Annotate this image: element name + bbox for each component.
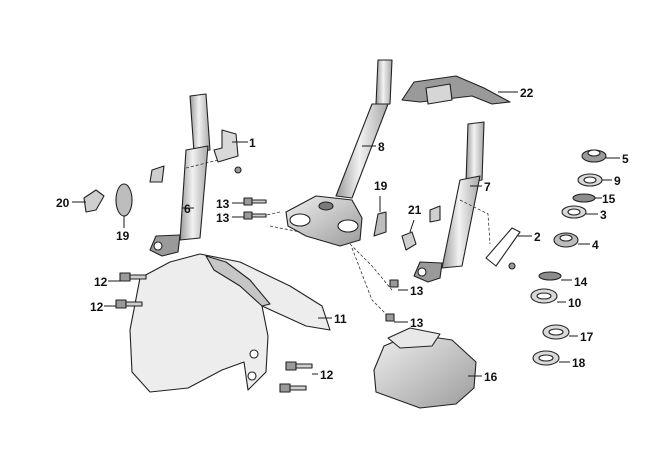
callout-20: 20 <box>56 196 86 210</box>
callout-4: 4 <box>578 238 599 252</box>
callout-6: 6 <box>182 202 194 216</box>
svg-text:1: 1 <box>249 136 256 150</box>
callout-15: 15 <box>595 192 616 206</box>
top-cover <box>401 75 511 105</box>
callout-11: 11 <box>318 312 347 326</box>
svg-text:15: 15 <box>602 192 616 206</box>
callout-16: 16 <box>468 370 498 384</box>
fender-bolts-lower <box>279 361 313 393</box>
svg-text:14: 14 <box>574 275 588 289</box>
svg-text:13: 13 <box>410 284 424 298</box>
callout-13-c: 13 <box>398 284 424 298</box>
svg-text:12: 12 <box>94 275 108 289</box>
triple-clamp <box>261 195 393 317</box>
svg-text:20: 20 <box>56 196 70 210</box>
bearing-stack <box>530 149 607 366</box>
callout-12-c: 12 <box>312 368 334 382</box>
callout-13-b: 13 <box>216 211 244 225</box>
callout-18: 18 <box>559 356 586 370</box>
svg-text:13: 13 <box>216 197 230 211</box>
svg-text:5: 5 <box>622 152 629 166</box>
reflector-center <box>373 211 387 237</box>
svg-text:4: 4 <box>592 238 599 252</box>
svg-text:17: 17 <box>580 330 594 344</box>
svg-text:13: 13 <box>410 316 424 330</box>
callout-1: 1 <box>232 136 256 150</box>
svg-text:9: 9 <box>614 174 621 188</box>
svg-text:2: 2 <box>534 230 541 244</box>
svg-text:7: 7 <box>484 180 491 194</box>
svg-text:19: 19 <box>374 179 388 193</box>
svg-text:3: 3 <box>600 208 607 222</box>
callout-9: 9 <box>602 174 621 188</box>
callout-12-b: 12 <box>90 300 116 314</box>
callout-3: 3 <box>586 208 607 222</box>
callout-21: 21 <box>408 203 422 233</box>
svg-text:19: 19 <box>116 229 130 243</box>
svg-text:12: 12 <box>320 368 334 382</box>
svg-text:13: 13 <box>216 211 230 225</box>
hose-guide-bracket <box>485 227 521 270</box>
svg-text:22: 22 <box>520 86 534 100</box>
svg-text:21: 21 <box>408 203 422 217</box>
callout-7: 7 <box>470 180 491 194</box>
callout-13-d: 13 <box>394 316 424 330</box>
reflector-left <box>115 183 133 217</box>
svg-text:11: 11 <box>334 312 347 326</box>
clamp-bolts <box>243 197 399 322</box>
callout-19-left: 19 <box>116 216 130 243</box>
clip-left <box>83 189 105 213</box>
callout-13-a: 13 <box>216 197 244 211</box>
callout-14: 14 <box>561 275 588 289</box>
callout-12-a: 12 <box>94 275 120 289</box>
callout-22: 22 <box>498 86 534 100</box>
right-fork-leg <box>413 121 491 283</box>
brake-hose-bracket <box>213 129 242 174</box>
callout-8: 8 <box>362 140 385 154</box>
svg-text:18: 18 <box>572 356 586 370</box>
svg-text:10: 10 <box>568 296 582 310</box>
callout-19-center: 19 <box>374 179 388 212</box>
callout-10: 10 <box>557 296 582 310</box>
left-fork-leg <box>149 93 219 257</box>
callout-2: 2 <box>518 230 541 244</box>
lower-cover <box>373 327 477 409</box>
svg-text:12: 12 <box>90 300 104 314</box>
fender-bolts-upper <box>115 272 147 309</box>
svg-text:8: 8 <box>378 140 385 154</box>
front-fender <box>129 253 331 393</box>
clip-right <box>401 231 417 251</box>
callout-5: 5 <box>606 152 629 166</box>
callout-17: 17 <box>569 330 594 344</box>
steering-stem <box>335 59 393 199</box>
svg-text:6: 6 <box>184 202 191 216</box>
svg-text:16: 16 <box>484 370 498 384</box>
